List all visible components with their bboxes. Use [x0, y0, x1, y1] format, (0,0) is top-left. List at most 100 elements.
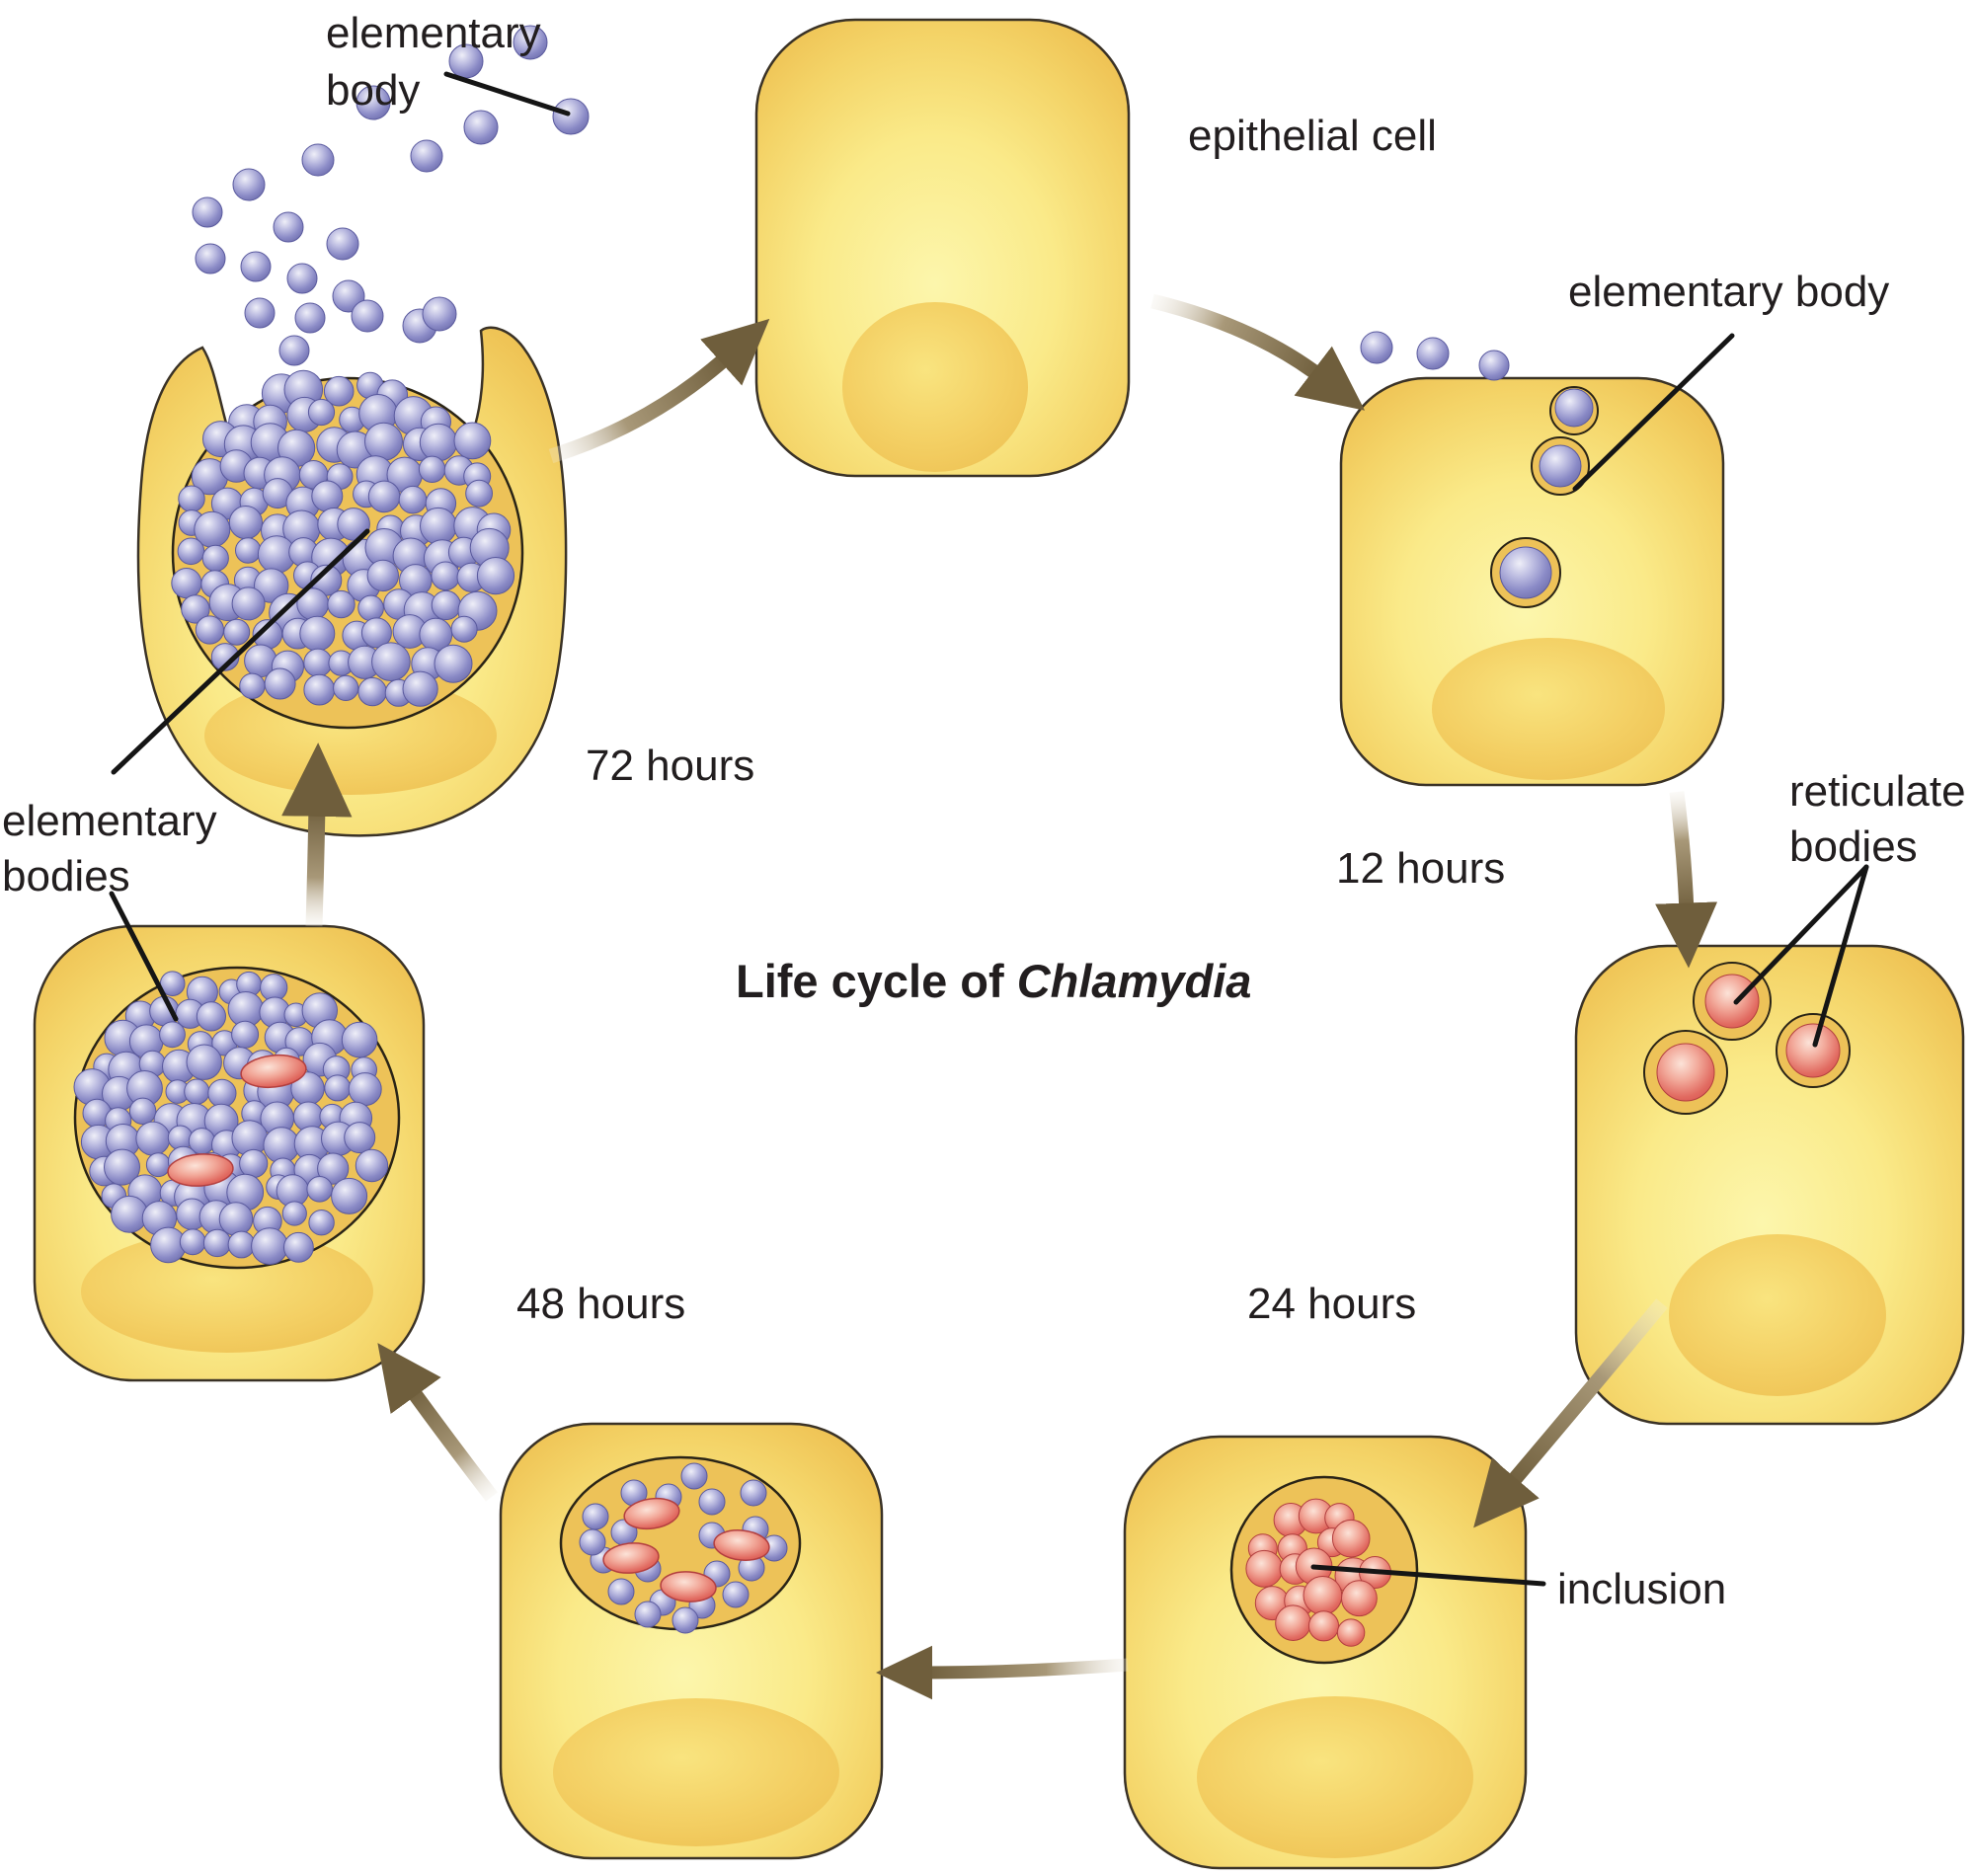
body-sphere	[1478, 350, 1510, 381]
body-sphere	[303, 673, 336, 706]
body-sphere	[231, 586, 266, 621]
body-sphere	[348, 1072, 382, 1107]
epithelial-cell-24h-inclusion	[1123, 1435, 1528, 1870]
body-sphere	[202, 1228, 232, 1258]
epithelial-cell-48h-conversion	[499, 1422, 884, 1860]
body-sphere	[286, 263, 318, 294]
body-sphere	[228, 506, 263, 540]
body-sphere	[195, 615, 224, 645]
body-sphere	[331, 1177, 368, 1214]
body-sphere	[231, 1020, 260, 1049]
body-sphere	[337, 508, 370, 541]
cell-nucleus	[553, 1698, 839, 1846]
body-sphere	[410, 139, 443, 173]
body-sphere	[422, 296, 457, 332]
epithelial-cell-72h-rupture	[136, 326, 568, 837]
body-sphere	[465, 479, 494, 508]
body-sphere	[360, 617, 392, 649]
body-sphere	[1331, 1519, 1371, 1558]
body-sphere	[453, 422, 492, 460]
elementary-body-mass	[73, 971, 389, 1265]
dividing-body-oval	[167, 1153, 234, 1187]
cell-nucleus	[1432, 638, 1665, 780]
body-sphere	[607, 1578, 635, 1605]
body-sphere	[1785, 1023, 1841, 1078]
body-sphere	[239, 672, 266, 699]
dividing-body-oval	[623, 1497, 680, 1530]
body-sphere	[366, 559, 399, 592]
body-sphere	[251, 1227, 288, 1265]
body-sphere	[299, 615, 336, 652]
body-sphere	[223, 618, 251, 646]
body-sphere	[307, 398, 336, 427]
body-sphere	[278, 335, 310, 366]
reticulate-bodies-group	[1643, 962, 1851, 1115]
body-sphere	[450, 615, 478, 643]
body-sphere	[128, 1097, 157, 1126]
cell-nucleus	[842, 302, 1028, 472]
body-sphere	[195, 243, 226, 274]
body-sphere	[171, 568, 202, 599]
body-sphere	[311, 480, 344, 512]
body-sphere	[227, 1230, 256, 1259]
label-12-hours: 12 hours	[1336, 844, 1505, 893]
body-sphere	[1656, 1043, 1715, 1102]
body-sphere	[431, 589, 461, 621]
body-sphere	[431, 561, 461, 591]
body-sphere	[1245, 1549, 1284, 1588]
body-sphere	[680, 1462, 708, 1490]
label-elementary-body-right: elementary body	[1568, 268, 1889, 316]
leader-elementary-body-right	[1572, 333, 1735, 492]
body-sphere	[186, 1044, 222, 1080]
body-sphere	[1336, 1618, 1366, 1647]
body-sphere	[371, 642, 411, 682]
mixed-bodies-cluster	[579, 1462, 788, 1634]
body-sphere	[476, 557, 515, 595]
body-sphere	[239, 1148, 269, 1179]
body-sphere	[364, 422, 403, 461]
body-sphere	[434, 644, 473, 683]
elementary-body-mass	[171, 369, 515, 707]
body-sphere	[232, 168, 266, 201]
body-sphere	[273, 211, 304, 243]
body-sphere	[1360, 331, 1393, 364]
body-sphere	[167, 1125, 194, 1151]
leader-reticulate-a	[1733, 864, 1869, 1005]
dividing-body-oval	[713, 1529, 770, 1561]
body-sphere	[145, 1152, 171, 1178]
body-sphere	[264, 667, 296, 700]
dividing-body-oval	[602, 1542, 660, 1574]
body-sphere	[740, 1479, 767, 1507]
released-elementary-bodies	[192, 25, 590, 366]
body-sphere	[579, 1528, 606, 1556]
leader-elementary-bodies-down	[109, 891, 179, 1022]
diagram-title: Life cycle of Chlamydia	[736, 955, 1251, 1007]
arrow-72h-to-epithelial	[548, 318, 770, 464]
arrow-reticulate-to-24h	[1473, 1298, 1668, 1528]
body-sphere	[398, 485, 428, 514]
body-sphere	[1275, 1604, 1311, 1641]
body-sphere	[357, 676, 387, 707]
label-elementary-bodies-left-line2: bodies	[2, 852, 130, 900]
label-elementary-body-top-line2: body	[326, 66, 420, 115]
body-sphere	[301, 143, 335, 177]
body-sphere	[1303, 1576, 1343, 1615]
label-elementary-body-top-line1: elementary	[326, 9, 541, 57]
body-sphere	[179, 1228, 206, 1256]
body-sphere	[240, 251, 272, 282]
label-24-hours: 24 hours	[1247, 1280, 1416, 1328]
body-sphere	[513, 25, 548, 60]
body-sphere	[722, 1581, 750, 1608]
body-sphere	[672, 1606, 699, 1634]
body-sphere	[1704, 974, 1760, 1029]
label-elementary-bodies-left-line1: elementary	[2, 797, 217, 845]
label-inclusion: inclusion	[1557, 1565, 1726, 1613]
body-sphere	[402, 670, 438, 707]
body-sphere	[357, 594, 384, 622]
body-sphere	[263, 1127, 300, 1164]
body-sphere	[308, 1210, 335, 1236]
body-sphere	[192, 196, 223, 228]
cell-nucleus	[1669, 1234, 1886, 1396]
